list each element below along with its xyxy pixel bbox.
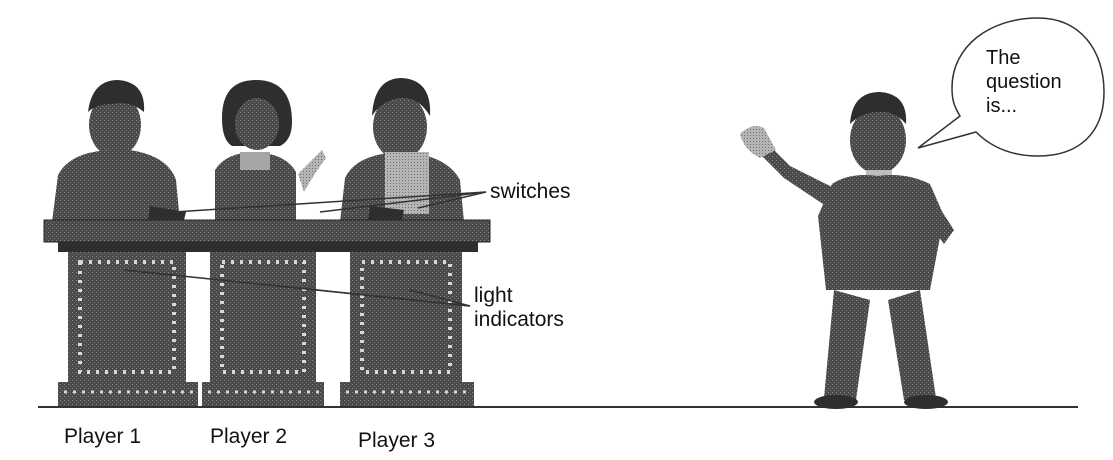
podium <box>43 219 491 406</box>
player-1-label: Player 1 <box>64 425 142 448</box>
switches-label: switches <box>490 180 571 203</box>
speech-bubble <box>917 17 1105 157</box>
speech-bubble-text: The question is... <box>986 46 1062 118</box>
player-1-figure <box>52 80 186 222</box>
player-3-label: Player 3 <box>358 429 436 452</box>
light-indicators-label-line2: indicators <box>474 308 564 331</box>
podium-column-3 <box>340 252 474 406</box>
podium-column-2 <box>202 252 324 406</box>
speech-line-3: is... <box>986 95 1018 117</box>
player-2-label: Player 2 <box>210 425 288 448</box>
switches-pointer-lines <box>173 191 487 213</box>
speech-line-1: The <box>986 47 1021 69</box>
speech-line-2: question <box>986 71 1062 93</box>
player-2-figure <box>215 80 326 222</box>
light-indicator-pointer-lines <box>123 269 471 307</box>
host-figure <box>740 92 954 409</box>
light-indicators-label-line1: light <box>474 284 513 307</box>
